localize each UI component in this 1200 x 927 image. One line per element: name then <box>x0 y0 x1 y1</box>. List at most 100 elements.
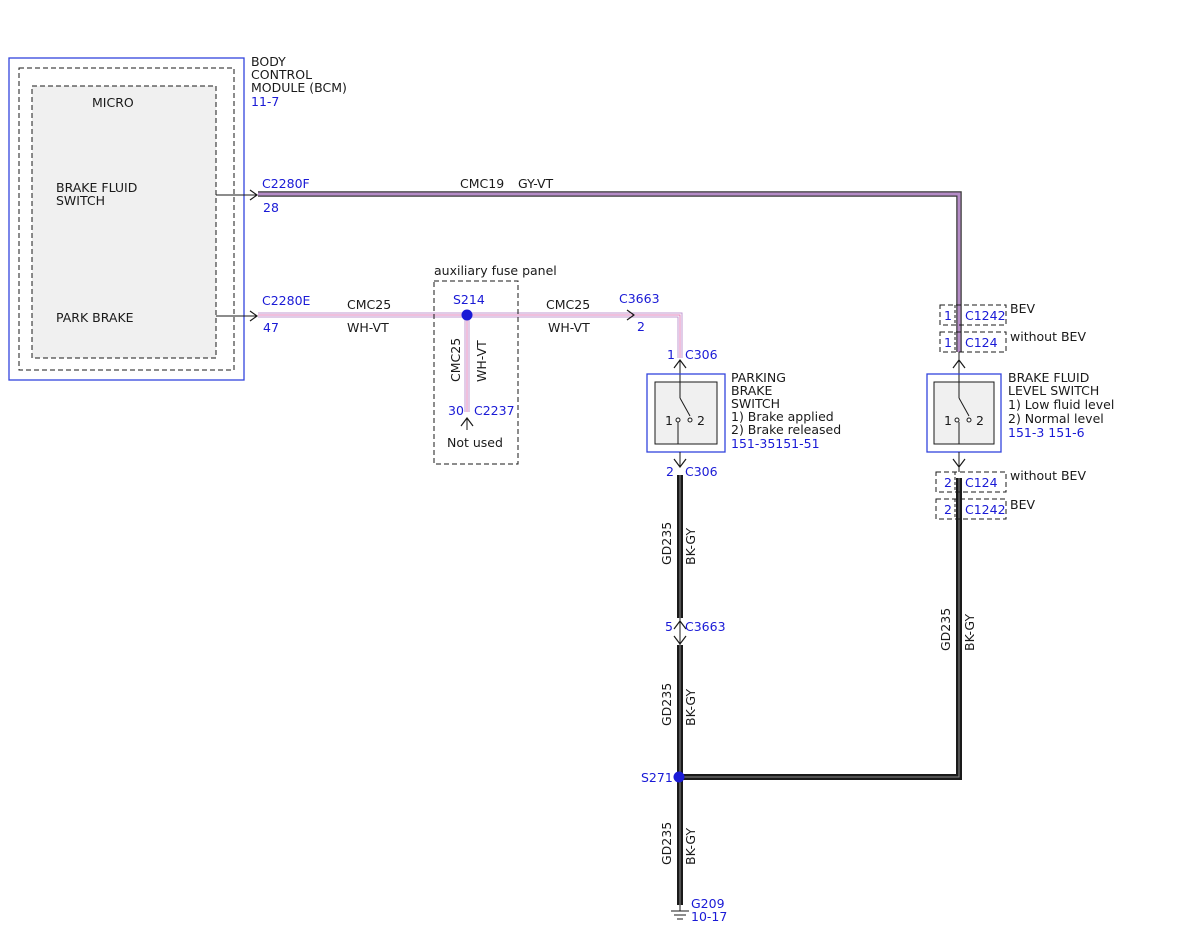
wire-gd235 <box>677 475 962 905</box>
connector-c3663-in: C3663 <box>619 291 660 306</box>
gd235-circuit-4: GD235 <box>938 608 953 651</box>
not-used-label: Not used <box>447 435 503 450</box>
pb-ref: 151-35151-51 <box>731 436 820 451</box>
bcm-pin-47-arrow <box>249 310 259 322</box>
pb-bottom-connector: C306 <box>685 464 718 479</box>
gd235-color-4: BK-GY <box>962 614 977 651</box>
bfl-contact-2-dot <box>966 417 972 423</box>
c1242-top-connector: C1242 <box>965 308 1006 323</box>
ground-name: G209 <box>691 896 725 911</box>
bcm-pin-28-arrow <box>249 189 259 201</box>
cmc25-vert-color: WH-VT <box>474 340 489 382</box>
wire-cmc19-core <box>258 192 961 352</box>
bfl-switch-blade <box>958 397 970 417</box>
without-bev-top-label: without BEV <box>1010 329 1086 344</box>
cmc19-circuit: CMC19 <box>460 176 504 191</box>
bfl-ref: 151-3 151-6 <box>1008 425 1085 440</box>
bcm-title-1: BODY <box>251 54 286 69</box>
cmc25-right-color: WH-VT <box>548 320 590 335</box>
pb-contact-2-dot <box>687 417 693 423</box>
splice-s214-dot <box>461 309 473 321</box>
connector-c2280f: C2280F <box>262 176 310 191</box>
gd235-circuit-3: GD235 <box>659 822 674 865</box>
pb-state-1: 1) Brake applied <box>731 409 834 424</box>
c1242-bot-pin: 2 <box>944 502 952 517</box>
ground-ref: 10-17 <box>691 909 727 924</box>
pb-title-3: SWITCH <box>731 396 780 411</box>
bfl-state-2: 2) Normal level <box>1008 411 1104 426</box>
bfl-contact-1-dot <box>954 417 960 423</box>
pb-contact-1-dot <box>675 417 681 423</box>
parking-brake-switch-outline <box>646 373 726 453</box>
pb-top-pin: 1 <box>667 347 675 362</box>
pin-28: 28 <box>263 200 279 215</box>
c124-top-connector: C124 <box>965 335 998 350</box>
bfl-title-1: BRAKE FLUID <box>1008 370 1089 385</box>
without-bev-bot-label: without BEV <box>1010 468 1086 483</box>
connector-c2237: C2237 <box>474 403 515 418</box>
gd235-color-1: BK-GY <box>683 528 698 565</box>
gd235-color-2: BK-GY <box>683 689 698 726</box>
c124-top-pin: 1 <box>944 335 952 350</box>
pin-30: 30 <box>448 403 464 418</box>
splice-s271-dot <box>673 771 685 783</box>
bev-bot-label: BEV <box>1010 497 1035 512</box>
aux-fuse-panel-outline <box>433 280 519 465</box>
bcm-outline <box>8 57 245 381</box>
micro-block <box>31 85 217 359</box>
c3663-inline-connector: C3663 <box>685 619 726 634</box>
brake-fluid-switch-label: BRAKE FLUID <box>56 180 137 195</box>
connector-c2280e: C2280E <box>262 293 311 308</box>
splice-s271: S271 <box>641 770 673 785</box>
gd235-circuit-1: GD235 <box>659 522 674 565</box>
pin-47: 47 <box>263 320 279 335</box>
brake-fluid-level-switch-outline <box>926 373 1002 453</box>
bcm-ref: 11-7 <box>251 94 279 109</box>
bcm-module: MICRO BRAKE FLUID SWITCH PARK BRAKE <box>8 57 259 381</box>
pb-state-2: 2) Brake released <box>731 422 841 437</box>
brake-fluid-switch-label-2: SWITCH <box>56 193 105 208</box>
c1242-bot-box <box>935 498 1007 520</box>
cmc25-left-circuit: CMC25 <box>347 297 391 312</box>
cmc25-left-color: WH-VT <box>347 320 389 335</box>
splice-s214: S214 <box>453 292 485 307</box>
c1242-top-box <box>939 304 1007 326</box>
brake-fluid-level-switch-body <box>933 381 995 445</box>
c3663-inline-pin: 5 <box>665 619 673 634</box>
bfl-contact-2: 2 <box>976 413 984 428</box>
cmc19-color: GY-VT <box>518 176 554 191</box>
bev-top-label: BEV <box>1010 301 1035 316</box>
c1242-top-pin: 1 <box>944 308 952 323</box>
bfl-state-1: 1) Low fluid level <box>1008 397 1114 412</box>
bcm-dashed-outer <box>18 67 235 371</box>
gd235-circuit-2: GD235 <box>659 683 674 726</box>
parking-brake-switch-body <box>654 381 718 445</box>
park-brake-label: PARK BRAKE <box>56 310 134 325</box>
micro-label: MICRO <box>92 95 134 110</box>
c124-bot-connector: C124 <box>965 475 998 490</box>
cmc25-right-circuit: CMC25 <box>546 297 590 312</box>
bfl-title-2: LEVEL SWITCH <box>1008 383 1099 398</box>
cmc25-vert-circuit: CMC25 <box>448 338 463 382</box>
bfl-contact-1: 1 <box>944 413 952 428</box>
gd235-color-3: BK-GY <box>683 828 698 865</box>
bcm-title-3: MODULE (BCM) <box>251 80 347 95</box>
c1242-bot-connector: C1242 <box>965 502 1006 517</box>
pb-contact-2: 2 <box>697 413 705 428</box>
wire-cmc19 <box>258 191 962 352</box>
pin-c3663-in: 2 <box>637 319 645 334</box>
ground-g209-icon <box>671 905 689 920</box>
c124-bot-box <box>935 471 1007 493</box>
wire-gd235-seg3-stripe <box>680 478 960 778</box>
aux-fuse-panel-label: auxiliary fuse panel <box>434 263 557 278</box>
pb-switch-blade <box>679 397 691 417</box>
pb-bottom-pin: 2 <box>666 464 674 479</box>
pb-top-connector: C306 <box>685 347 718 362</box>
pb-title-1: PARKING <box>731 370 786 385</box>
pb-contact-1: 1 <box>665 413 673 428</box>
c3663-in-arrow <box>626 309 636 321</box>
wire-cmc25-stripe <box>258 314 681 358</box>
pb-title-2: BRAKE <box>731 383 773 398</box>
wire-cmc25 <box>258 312 683 412</box>
